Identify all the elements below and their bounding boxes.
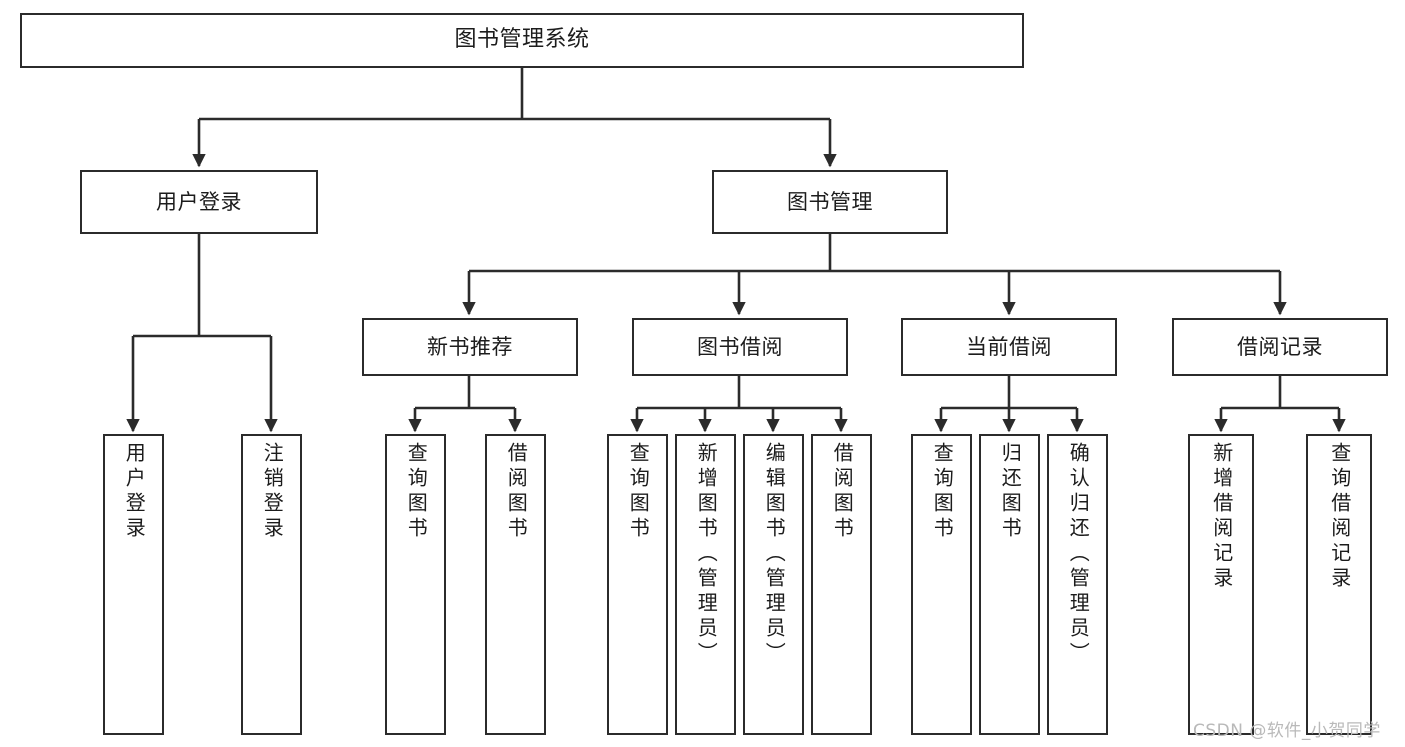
- node-label: 编辑图书（管理员）: [762, 442, 787, 667]
- node-label: 图书管理: [787, 189, 873, 214]
- node-borrowing-record[interactable]: 借阅记录: [1172, 318, 1388, 376]
- leaf-current-query-book[interactable]: 查询图书: [911, 434, 972, 735]
- node-label: 查询图书: [404, 442, 429, 542]
- node-label: 图书借阅: [697, 334, 783, 359]
- leaf-new-book-borrow-book[interactable]: 借阅图书: [485, 434, 546, 735]
- leaf-borrow-add-book-admin[interactable]: 新增图书（管理员）: [675, 434, 736, 735]
- node-label: 用户登录: [156, 189, 242, 214]
- node-label: 借阅记录: [1237, 334, 1323, 359]
- node-root-book-management-system[interactable]: 图书管理系统: [20, 13, 1024, 68]
- node-label: 归还图书: [998, 442, 1023, 542]
- node-label: 新增图书（管理员）: [694, 442, 719, 667]
- leaf-record-add-record[interactable]: 新增借阅记录: [1188, 434, 1254, 735]
- node-label: 借阅图书: [830, 442, 855, 542]
- leaf-user-login-login[interactable]: 用户登录: [103, 434, 164, 735]
- leaf-new-book-query-book[interactable]: 查询图书: [385, 434, 446, 735]
- node-label: 新书推荐: [427, 334, 513, 359]
- leaf-borrow-borrow-book[interactable]: 借阅图书: [811, 434, 872, 735]
- node-label: 借阅图书: [504, 442, 529, 542]
- node-label: 用户登录: [122, 442, 147, 542]
- node-label: 新增借阅记录: [1209, 442, 1234, 592]
- node-label: 查询图书: [930, 442, 955, 542]
- node-current-borrowing[interactable]: 当前借阅: [901, 318, 1117, 376]
- node-label: 查询借阅记录: [1327, 442, 1352, 592]
- leaf-borrow-query-book[interactable]: 查询图书: [607, 434, 668, 735]
- node-label: 当前借阅: [966, 334, 1052, 359]
- node-user-login[interactable]: 用户登录: [80, 170, 318, 234]
- node-label: 确认归还（管理员）: [1066, 442, 1091, 667]
- node-book-borrowing[interactable]: 图书借阅: [632, 318, 848, 376]
- node-label: 图书管理系统: [454, 27, 590, 53]
- leaf-user-login-logout[interactable]: 注销登录: [241, 434, 302, 735]
- leaf-current-return-book[interactable]: 归还图书: [979, 434, 1040, 735]
- leaf-current-confirm-return-admin[interactable]: 确认归还（管理员）: [1047, 434, 1108, 735]
- node-book-management[interactable]: 图书管理: [712, 170, 948, 234]
- node-label: 查询图书: [626, 442, 651, 542]
- node-new-book-recommendation[interactable]: 新书推荐: [362, 318, 578, 376]
- leaf-borrow-edit-book-admin[interactable]: 编辑图书（管理员）: [743, 434, 804, 735]
- node-label: 注销登录: [260, 442, 285, 542]
- leaf-record-query-record[interactable]: 查询借阅记录: [1306, 434, 1372, 735]
